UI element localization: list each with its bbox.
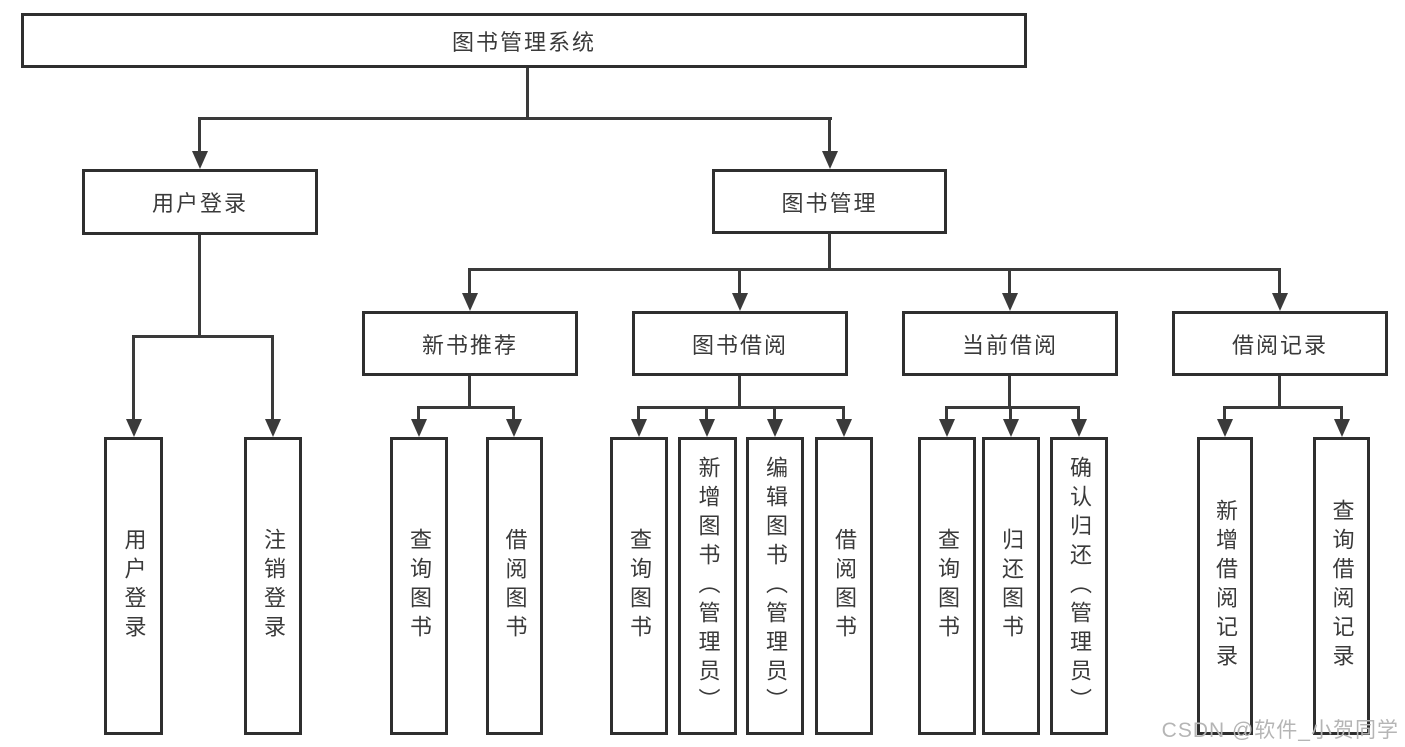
- leaf-label: 借阅图书: [502, 528, 528, 644]
- connector-arrow-stem: [1278, 270, 1281, 293]
- connector-arrow-stem: [1009, 408, 1012, 419]
- connector-hline: [637, 406, 845, 409]
- arrowhead-down-icon: [631, 419, 647, 437]
- connector-hline: [1223, 406, 1343, 409]
- arrowhead-down-icon: [126, 419, 142, 437]
- leaf-add-books-admin: 新增图书（管理员）: [678, 437, 737, 735]
- leaf-user-login: 用户登录: [104, 437, 163, 735]
- connector-arrow-stem: [945, 408, 948, 419]
- leaf-label: 新增借阅记录: [1213, 499, 1238, 673]
- node-current-borrowing: 当前借阅: [902, 311, 1118, 376]
- arrowhead-down-icon: [699, 419, 715, 437]
- connector-arrow-stem: [1223, 408, 1226, 419]
- arrowhead-down-icon: [411, 419, 427, 437]
- arrowhead-down-icon: [836, 419, 852, 437]
- node-book-management: 图书管理: [712, 169, 947, 234]
- node-borrowing-records: 借阅记录: [1172, 311, 1388, 376]
- connector-arrow-stem: [468, 270, 471, 293]
- connector-vline: [468, 376, 471, 409]
- leaf-borrowing-query-books: 查询图书: [610, 437, 668, 735]
- connector-arrow-stem: [198, 119, 201, 151]
- arrowhead-down-icon: [506, 419, 522, 437]
- leaf-current-query-books: 查询图书: [918, 437, 976, 735]
- leaf-label: 查询借阅记录: [1329, 499, 1355, 673]
- connector-arrow-stem: [271, 337, 274, 419]
- node-label: 图书借阅: [691, 332, 788, 358]
- connector-vline: [526, 68, 529, 120]
- leaf-edit-books-admin: 编辑图书（管理员）: [746, 437, 804, 735]
- arrowhead-down-icon: [1217, 419, 1233, 437]
- leaf-label: 编辑图书（管理员）: [763, 455, 788, 717]
- node-label: 用户登录: [151, 191, 248, 216]
- connector-hline: [945, 406, 1080, 409]
- arrowhead-down-icon: [1071, 419, 1087, 437]
- leaf-label: 确认归还（管理员）: [1067, 455, 1092, 717]
- connector-arrow-stem: [828, 119, 831, 151]
- leaf-label: 借阅图书: [832, 528, 857, 644]
- node-user-login: 用户登录: [82, 169, 318, 235]
- connector-hline: [468, 268, 1281, 271]
- connector-vline: [738, 376, 741, 409]
- leaf-confirm-return-admin: 确认归还（管理员）: [1050, 437, 1108, 735]
- leaf-return-books: 归还图书: [982, 437, 1040, 735]
- node-label: 新书推荐: [421, 332, 518, 358]
- arrowhead-down-icon: [1334, 419, 1350, 437]
- connector-arrow-stem: [512, 408, 515, 419]
- arrowhead-down-icon: [1002, 293, 1018, 311]
- node-label: 图书管理: [781, 190, 878, 216]
- leaf-label: 查询图书: [407, 528, 432, 644]
- connector-vline: [1278, 376, 1281, 409]
- leaf-label: 用户登录: [121, 528, 147, 644]
- arrowhead-down-icon: [1272, 293, 1288, 311]
- connector-arrow-stem: [705, 408, 708, 419]
- connector-arrow-stem: [1077, 408, 1080, 419]
- arrowhead-down-icon: [192, 151, 208, 169]
- leaf-label: 新增图书（管理员）: [695, 455, 721, 717]
- connector-hline: [132, 335, 274, 338]
- node-library-system: 图书管理系统: [21, 13, 1027, 68]
- csdn-watermark: CSDN @软件_小贺同学: [1161, 719, 1399, 742]
- arrowhead-down-icon: [732, 293, 748, 311]
- leaf-newbook-borrow-books: 借阅图书: [486, 437, 543, 735]
- node-label: 图书管理系统: [451, 29, 596, 55]
- connector-arrow-stem: [417, 408, 420, 419]
- arrowhead-down-icon: [939, 419, 955, 437]
- connector-hline: [417, 406, 515, 409]
- node-label: 借阅记录: [1231, 332, 1328, 358]
- leaf-newbook-query-books: 查询图书: [390, 437, 448, 735]
- node-book-borrowing: 图书借阅: [632, 311, 848, 376]
- leaf-label: 查询图书: [627, 528, 652, 644]
- leaf-add-borrow-record: 新增借阅记录: [1197, 437, 1253, 735]
- leaf-query-borrow-record: 查询借阅记录: [1313, 437, 1370, 735]
- arrowhead-down-icon: [1003, 419, 1019, 437]
- connector-arrow-stem: [738, 270, 741, 293]
- connector-vline: [198, 235, 201, 338]
- arrowhead-down-icon: [767, 419, 783, 437]
- connector-arrow-stem: [773, 408, 776, 419]
- node-label: 当前借阅: [961, 332, 1058, 358]
- node-new-book-recommend: 新书推荐: [362, 311, 578, 376]
- connector-vline: [828, 233, 831, 271]
- connector-arrow-stem: [132, 337, 135, 419]
- arrowhead-down-icon: [822, 151, 838, 169]
- leaf-borrow-books: 借阅图书: [815, 437, 873, 735]
- connector-arrow-stem: [637, 408, 640, 419]
- arrowhead-down-icon: [462, 293, 478, 311]
- leaf-label: 注销登录: [261, 528, 286, 644]
- leaf-label: 归还图书: [999, 528, 1024, 644]
- leaf-label: 查询图书: [935, 528, 960, 644]
- arrowhead-down-icon: [265, 419, 281, 437]
- connector-arrow-stem: [1340, 408, 1343, 419]
- connector-arrow-stem: [842, 408, 845, 419]
- connector-vline: [1008, 376, 1011, 409]
- leaf-logout: 注销登录: [244, 437, 302, 735]
- connector-arrow-stem: [1008, 270, 1011, 293]
- connector-hline: [198, 117, 832, 120]
